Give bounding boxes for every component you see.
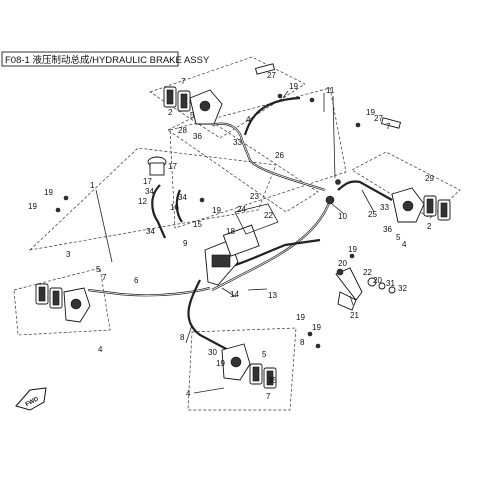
callout-17: 17 <box>143 177 152 186</box>
callout-19: 19 <box>216 359 225 368</box>
callout-7: 7 <box>181 77 186 86</box>
callout-labels: 27 7 2 5 28 36 19 4 33 26 11 19 27 7 33 … <box>28 71 434 401</box>
callout-8: 8 <box>180 333 185 342</box>
callout-17: 17 <box>168 162 177 171</box>
callout-23: 23 <box>250 192 259 201</box>
callout-5: 5 <box>190 111 195 120</box>
callout-5: 5 <box>96 265 101 274</box>
callout-33: 33 <box>380 203 389 212</box>
callout-27: 27 <box>374 114 383 123</box>
callout-8: 8 <box>300 338 305 347</box>
leader-lines <box>95 90 375 394</box>
callout-30: 30 <box>208 348 217 357</box>
callout-20: 20 <box>338 259 347 268</box>
front-right-caliper-group <box>351 151 461 219</box>
callout-4: 4 <box>246 115 251 124</box>
callout-19: 19 <box>348 245 357 254</box>
front-right-caliper <box>380 117 451 223</box>
callout-4: 4 <box>402 240 407 249</box>
callout-1: 1 <box>90 181 95 190</box>
callout-7: 7 <box>386 122 391 131</box>
fwd-arrow-icon: FWD <box>15 387 47 411</box>
callout-19: 19 <box>28 202 37 211</box>
rear-right-caliper-group <box>187 327 297 411</box>
master-cylinder <box>147 156 279 286</box>
callout-14: 14 <box>230 290 239 299</box>
callout-5: 5 <box>396 233 401 242</box>
hose-group-outline <box>28 147 277 251</box>
callout-2: 2 <box>427 222 432 231</box>
callout-7: 7 <box>266 392 271 401</box>
front-left-caliper <box>163 63 276 125</box>
callout-19: 19 <box>366 108 375 117</box>
callout-28: 28 <box>178 126 187 135</box>
callout-11: 11 <box>326 86 335 95</box>
rear-right-caliper <box>221 343 277 389</box>
diagram-title: F08-1 液压制动总成/HYDRAULIC BRAKE ASSY <box>5 54 210 66</box>
fittings <box>55 93 361 349</box>
callout-9: 9 <box>183 239 188 248</box>
callout-36: 36 <box>383 225 392 234</box>
callout-6: 6 <box>134 276 139 285</box>
callout-36: 36 <box>193 132 202 141</box>
callout-19: 19 <box>296 313 305 322</box>
callout-33: 33 <box>233 138 242 147</box>
callout-32: 32 <box>398 284 407 293</box>
callout-5: 5 <box>262 350 267 359</box>
callout-19: 19 <box>44 188 53 197</box>
callout-2: 2 <box>168 108 173 117</box>
callout-26: 26 <box>275 151 284 160</box>
callout-34: 34 <box>146 227 155 236</box>
callout-24: 24 <box>237 205 246 214</box>
rear-left-caliper-group <box>13 267 111 336</box>
callout-29: 29 <box>425 174 434 183</box>
callout-7: 7 <box>102 273 107 282</box>
callout-25: 25 <box>368 210 377 219</box>
callout-15: 15 <box>193 220 202 229</box>
callout-19: 19 <box>312 323 321 332</box>
title-box <box>1 51 179 67</box>
callout-21: 21 <box>350 311 359 320</box>
master-cylinder-group <box>167 113 319 213</box>
callout-12: 12 <box>138 197 147 206</box>
callout-31: 31 <box>386 279 395 288</box>
callout-4: 4 <box>186 389 191 398</box>
callout-34: 34 <box>145 187 154 196</box>
rear-left-caliper <box>35 283 91 323</box>
callout-22: 22 <box>363 268 372 277</box>
callout-34: 34 <box>178 193 187 202</box>
callout-19: 19 <box>289 82 298 91</box>
callout-3: 3 <box>66 250 71 259</box>
callout-16: 16 <box>170 203 179 212</box>
callout-20: 20 <box>373 276 382 285</box>
callout-10: 10 <box>338 212 347 221</box>
callout-22: 22 <box>264 211 273 220</box>
callout-19: 19 <box>212 206 221 215</box>
brake-pedal <box>335 267 396 311</box>
callout-35: 35 <box>268 376 277 385</box>
callout-4: 4 <box>98 345 103 354</box>
callout-18: 18 <box>226 227 235 236</box>
callout-27: 27 <box>267 71 276 80</box>
callout-13: 13 <box>268 291 277 300</box>
brake-lines <box>87 96 393 353</box>
